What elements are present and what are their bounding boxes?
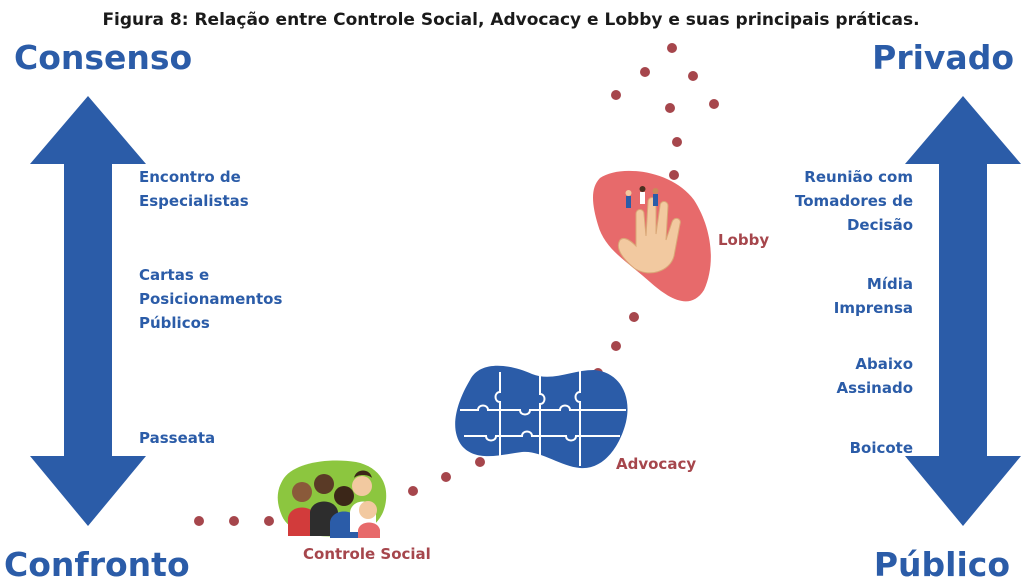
hand-icon	[617, 186, 681, 274]
practice-encontro-especialistas: Encontro de Especialistas	[139, 165, 249, 213]
figure-caption: Figura 8: Relação entre Controle Social,…	[102, 10, 920, 30]
practice-line: Públicos	[139, 314, 210, 332]
practice-abaixo-assinado: Abaixo Assinado	[837, 352, 913, 400]
path-dot	[688, 71, 698, 81]
path-dot	[665, 103, 675, 113]
practice-passeata: Passeata	[139, 426, 215, 450]
practice-line: Posicionamentos	[139, 290, 283, 308]
practice-line: Reunião com	[804, 168, 913, 186]
practice-boicote: Boicote	[850, 436, 913, 460]
path-dot	[667, 43, 677, 53]
path-dot	[441, 472, 451, 482]
axis-label-privado: Privado	[872, 38, 1014, 77]
double-arrow-right-icon	[905, 96, 1021, 526]
label-lobby: Lobby	[718, 231, 770, 249]
practice-cartas-posicionamentos: Cartas e Posicionamentos Públicos	[139, 263, 282, 335]
label-controle-social: Controle Social	[303, 545, 431, 563]
advocacy-node	[455, 365, 628, 469]
path-dot	[408, 486, 418, 496]
path-dot	[194, 516, 204, 526]
practice-line: Cartas e	[139, 266, 210, 284]
practice-line: Boicote	[849, 439, 913, 457]
path-dot	[640, 67, 650, 77]
axis-label-publico: Público	[873, 545, 1010, 584]
path-dot	[672, 137, 682, 147]
axis-label-consenso: Consenso	[14, 38, 193, 77]
path-dot	[611, 90, 621, 100]
practice-line: Mídia	[866, 275, 913, 293]
practice-line: Encontro de	[139, 168, 241, 186]
practice-line: Tomadores de	[795, 192, 913, 210]
path-dot	[709, 99, 719, 109]
path-dot	[611, 341, 621, 351]
puzzle-icon	[460, 370, 626, 466]
controle-social-node	[277, 460, 387, 538]
path-dot	[629, 312, 639, 322]
path-dot	[264, 516, 274, 526]
practice-midia-imprensa: Mídia Imprensa	[834, 272, 913, 320]
practice-line: Abaixo	[855, 355, 913, 373]
path-dot	[229, 516, 239, 526]
practice-line: Passeata	[139, 429, 216, 447]
lobby-node	[593, 170, 711, 302]
label-advocacy: Advocacy	[616, 455, 697, 473]
practice-reuniao-tomadores: Reunião com Tomadores de Decisão	[795, 165, 913, 237]
practice-line: Especialistas	[139, 192, 249, 210]
path-dot	[669, 170, 679, 180]
practice-line: Imprensa	[833, 299, 913, 317]
double-arrow-left-icon	[30, 96, 146, 526]
practice-line: Assinado	[836, 379, 913, 397]
path-dot	[475, 457, 485, 467]
axis-label-confronto: Confronto	[4, 545, 190, 584]
people-icon	[288, 470, 380, 538]
practice-line: Decisão	[846, 216, 913, 234]
